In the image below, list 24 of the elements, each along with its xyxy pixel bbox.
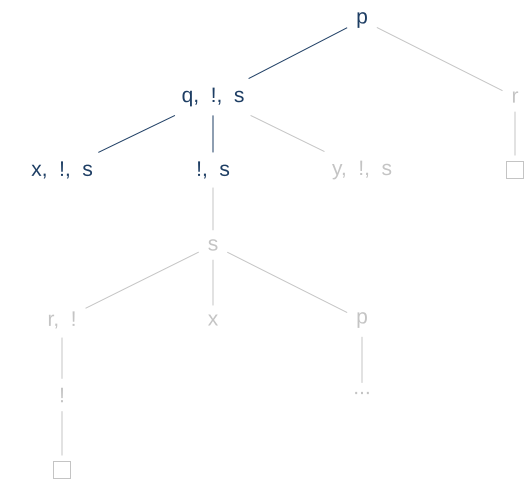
empty-box xyxy=(506,161,524,179)
tree-node-label: q, !, s xyxy=(182,88,244,106)
tree-node-label: y, !, s xyxy=(332,160,392,180)
tree-node-label: r xyxy=(512,91,518,103)
tree-branch xyxy=(212,259,214,306)
tree-node-label: x, !, s xyxy=(31,161,92,179)
tree-branch xyxy=(212,114,214,153)
tree-branch xyxy=(514,111,516,156)
tree-branch xyxy=(376,26,503,92)
tree-node-label: p xyxy=(358,312,367,328)
tree-branch xyxy=(85,252,200,309)
tree-node-label: s xyxy=(208,239,218,251)
tree-node-label: p xyxy=(358,12,367,28)
tree-branch xyxy=(250,114,325,152)
tree-branch xyxy=(226,252,348,314)
tree-node-label: !, s xyxy=(198,161,230,179)
tree-branch xyxy=(98,114,176,153)
tree-node-label: ! xyxy=(60,388,63,402)
tree-node-label: x xyxy=(208,314,218,326)
tree-branch xyxy=(212,187,214,231)
tree-node-label: ... xyxy=(355,392,369,394)
empty-box xyxy=(53,461,71,479)
tree-branch xyxy=(248,27,348,80)
tree-node-label: r, ! xyxy=(48,311,75,329)
